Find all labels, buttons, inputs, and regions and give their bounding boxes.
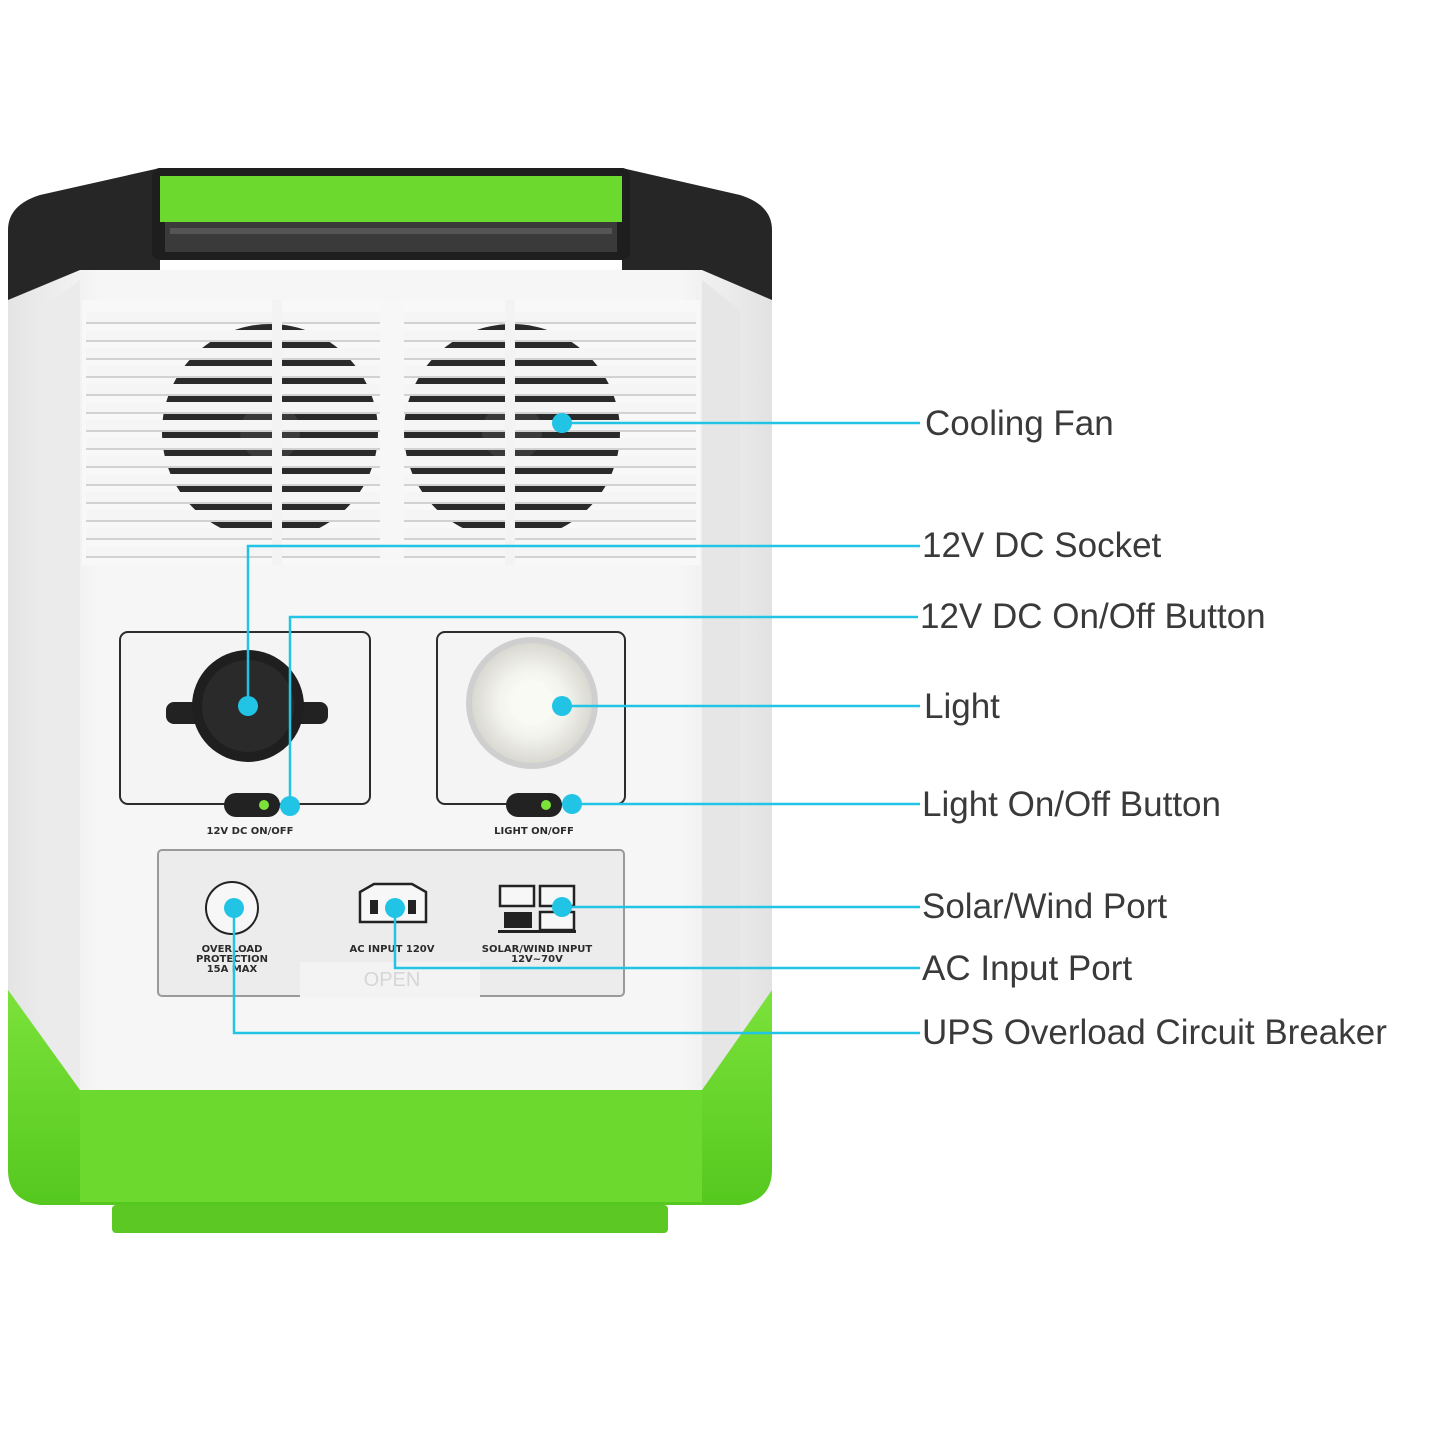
callout-dots: [224, 413, 582, 918]
leader-dc-button: [288, 615, 918, 806]
socket-text-2: SOCKET: [224, 712, 273, 725]
light-on-off-button[interactable]: [506, 793, 562, 817]
label-dc-socket: 12V DC Socket: [922, 526, 1162, 565]
leader-dc-socket: [246, 544, 920, 706]
dc-panel: 12V SOCKET: [119, 631, 371, 805]
dot-cooling-fan: [552, 413, 572, 433]
dc-button-caption: 12V DC ON/OFF: [207, 826, 294, 837]
callout-leaders: [232, 421, 920, 1035]
vent-grille: [82, 300, 700, 565]
dot-dc-button: [280, 796, 300, 816]
dot-ups-breaker: [224, 898, 244, 918]
solar-caption-1: SOLAR/WIND INPUT: [482, 944, 593, 955]
light-panel: [436, 631, 626, 805]
label-ac-port: AC Input Port: [922, 949, 1133, 988]
breaker-caption-1: OVERLOAD: [202, 944, 263, 955]
dot-solar-port: [552, 897, 572, 917]
dc-on-off-button[interactable]: [224, 793, 280, 817]
label-light-button: Light On/Off Button: [922, 785, 1221, 824]
solar-caption-2: 12V~70V: [511, 954, 563, 965]
leader-ups-breaker: [232, 908, 920, 1035]
label-ups-breaker: UPS Overload Circuit Breaker: [922, 1013, 1387, 1052]
dot-light-button: [562, 794, 582, 814]
label-dc-button: 12V DC On/Off Button: [920, 597, 1266, 636]
green-base: [8, 990, 772, 1233]
breaker-caption-2: PROTECTION: [196, 954, 268, 965]
dot-light: [552, 696, 572, 716]
ac-input-caption: AC INPUT 120V: [349, 944, 434, 955]
label-solar-port: Solar/Wind Port: [922, 887, 1168, 926]
light-button-caption: LIGHT ON/OFF: [494, 826, 574, 837]
carry-handle[interactable]: [152, 168, 630, 260]
dot-ac-port: [385, 898, 405, 918]
leader-ac-port: [393, 908, 920, 970]
label-cooling-fan: Cooling Fan: [925, 404, 1114, 443]
dot-dc-socket: [238, 696, 258, 716]
breaker-caption-3: 15A MAX: [207, 964, 258, 975]
cover-open-text: OPEN: [364, 969, 421, 991]
label-light: Light: [924, 687, 1000, 726]
